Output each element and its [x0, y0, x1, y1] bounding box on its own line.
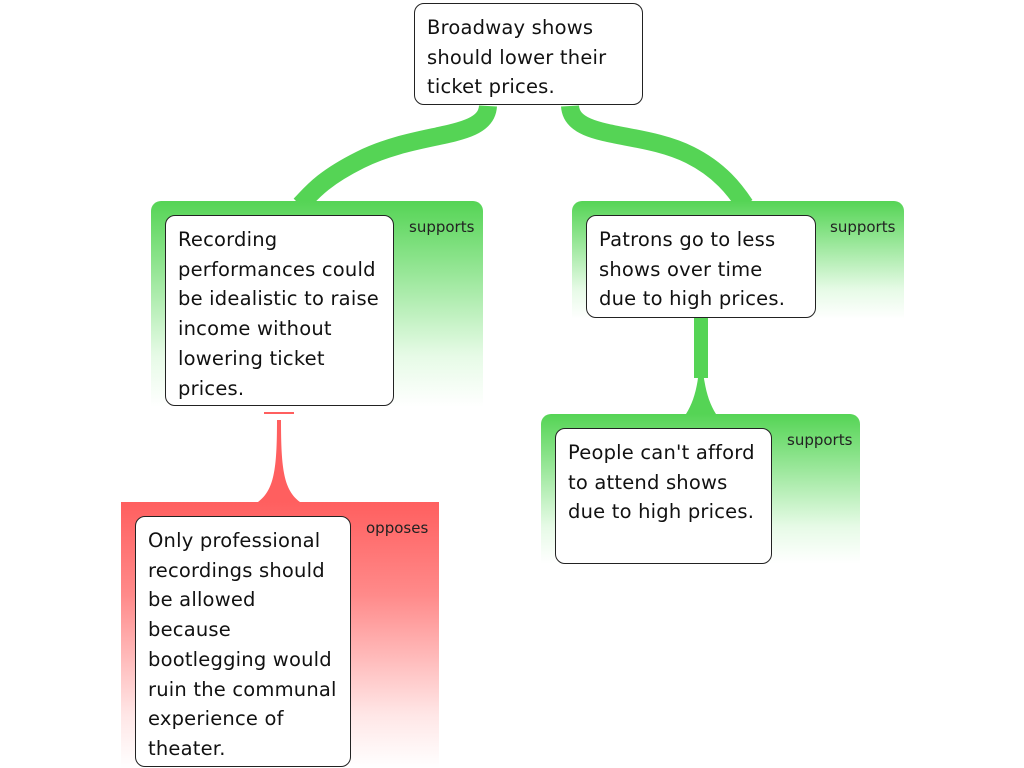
- claim-node-patrons[interactable]: Patrons go to less shows over time due t…: [586, 215, 816, 318]
- claim-node-recording[interactable]: Recording performances could be idealist…: [165, 215, 394, 406]
- relation-label-recording: supports: [409, 218, 475, 236]
- root-claim-node[interactable]: Broadway shows should lower their ticket…: [414, 3, 643, 105]
- claim-node-people[interactable]: People can't afford to attend shows due …: [555, 428, 772, 564]
- relation-label-people: supports: [787, 431, 853, 449]
- connector-root-to-recording: [293, 104, 497, 212]
- relation-label-patrons: supports: [830, 218, 896, 236]
- connector-root-to-patrons: [561, 104, 753, 211]
- connector-recording-to-professional: [258, 420, 300, 502]
- claim-node-professional[interactable]: Only professional recordings should be a…: [135, 516, 351, 767]
- relation-label-professional: opposes: [366, 519, 429, 537]
